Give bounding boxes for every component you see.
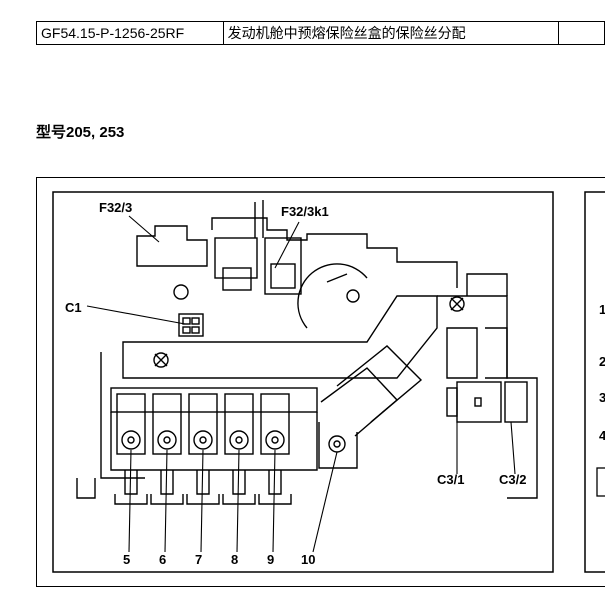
fuse-box-drawing	[76, 200, 538, 505]
side-number-2: 2	[599, 354, 605, 369]
leader-lines	[86, 215, 516, 553]
fuse-number-7: 7	[195, 552, 202, 567]
model-line: 型号205, 253	[36, 124, 125, 141]
fuse-number-6: 6	[159, 552, 166, 567]
label-f32-3: F32/3	[99, 200, 132, 215]
side-number-1: 1	[599, 302, 605, 317]
fuse-7-drawing	[188, 393, 218, 495]
side-number-3: 3	[599, 390, 605, 405]
header-row: GF54.15-P-1256-25RF 发动机舱中预熔保险丝盒的保险丝分配	[36, 21, 605, 45]
fuse-number-8: 8	[231, 552, 238, 567]
fuse-box-diagram: F32/3 F32/3k1 C1 C3/1 C3/2 5 6 7 8 9 10 …	[52, 191, 605, 573]
fuse-number-9: 9	[267, 552, 274, 567]
diagram-frame: F32/3 F32/3k1 C1 C3/1 C3/2 5 6 7 8 9 10 …	[36, 177, 605, 587]
label-f32-3k1: F32/3k1	[281, 204, 329, 219]
fuse-number-5: 5	[123, 552, 130, 567]
side-diagram-panel	[584, 191, 605, 573]
side-panel-box	[596, 467, 605, 497]
header-table: GF54.15-P-1256-25RF 发动机舱中预熔保险丝盒的保险丝分配	[36, 21, 605, 45]
fuse-number-10: 10	[301, 552, 315, 567]
document-title: 发动机舱中预熔保险丝盒的保险丝分配	[222, 21, 559, 45]
header-empty-cell	[557, 21, 605, 45]
side-number-4: 4	[599, 428, 605, 443]
document-code: GF54.15-P-1256-25RF	[36, 21, 224, 45]
label-c3-1: C3/1	[437, 472, 464, 487]
label-c3-2: C3/2	[499, 472, 526, 487]
label-c1: C1	[65, 300, 82, 315]
